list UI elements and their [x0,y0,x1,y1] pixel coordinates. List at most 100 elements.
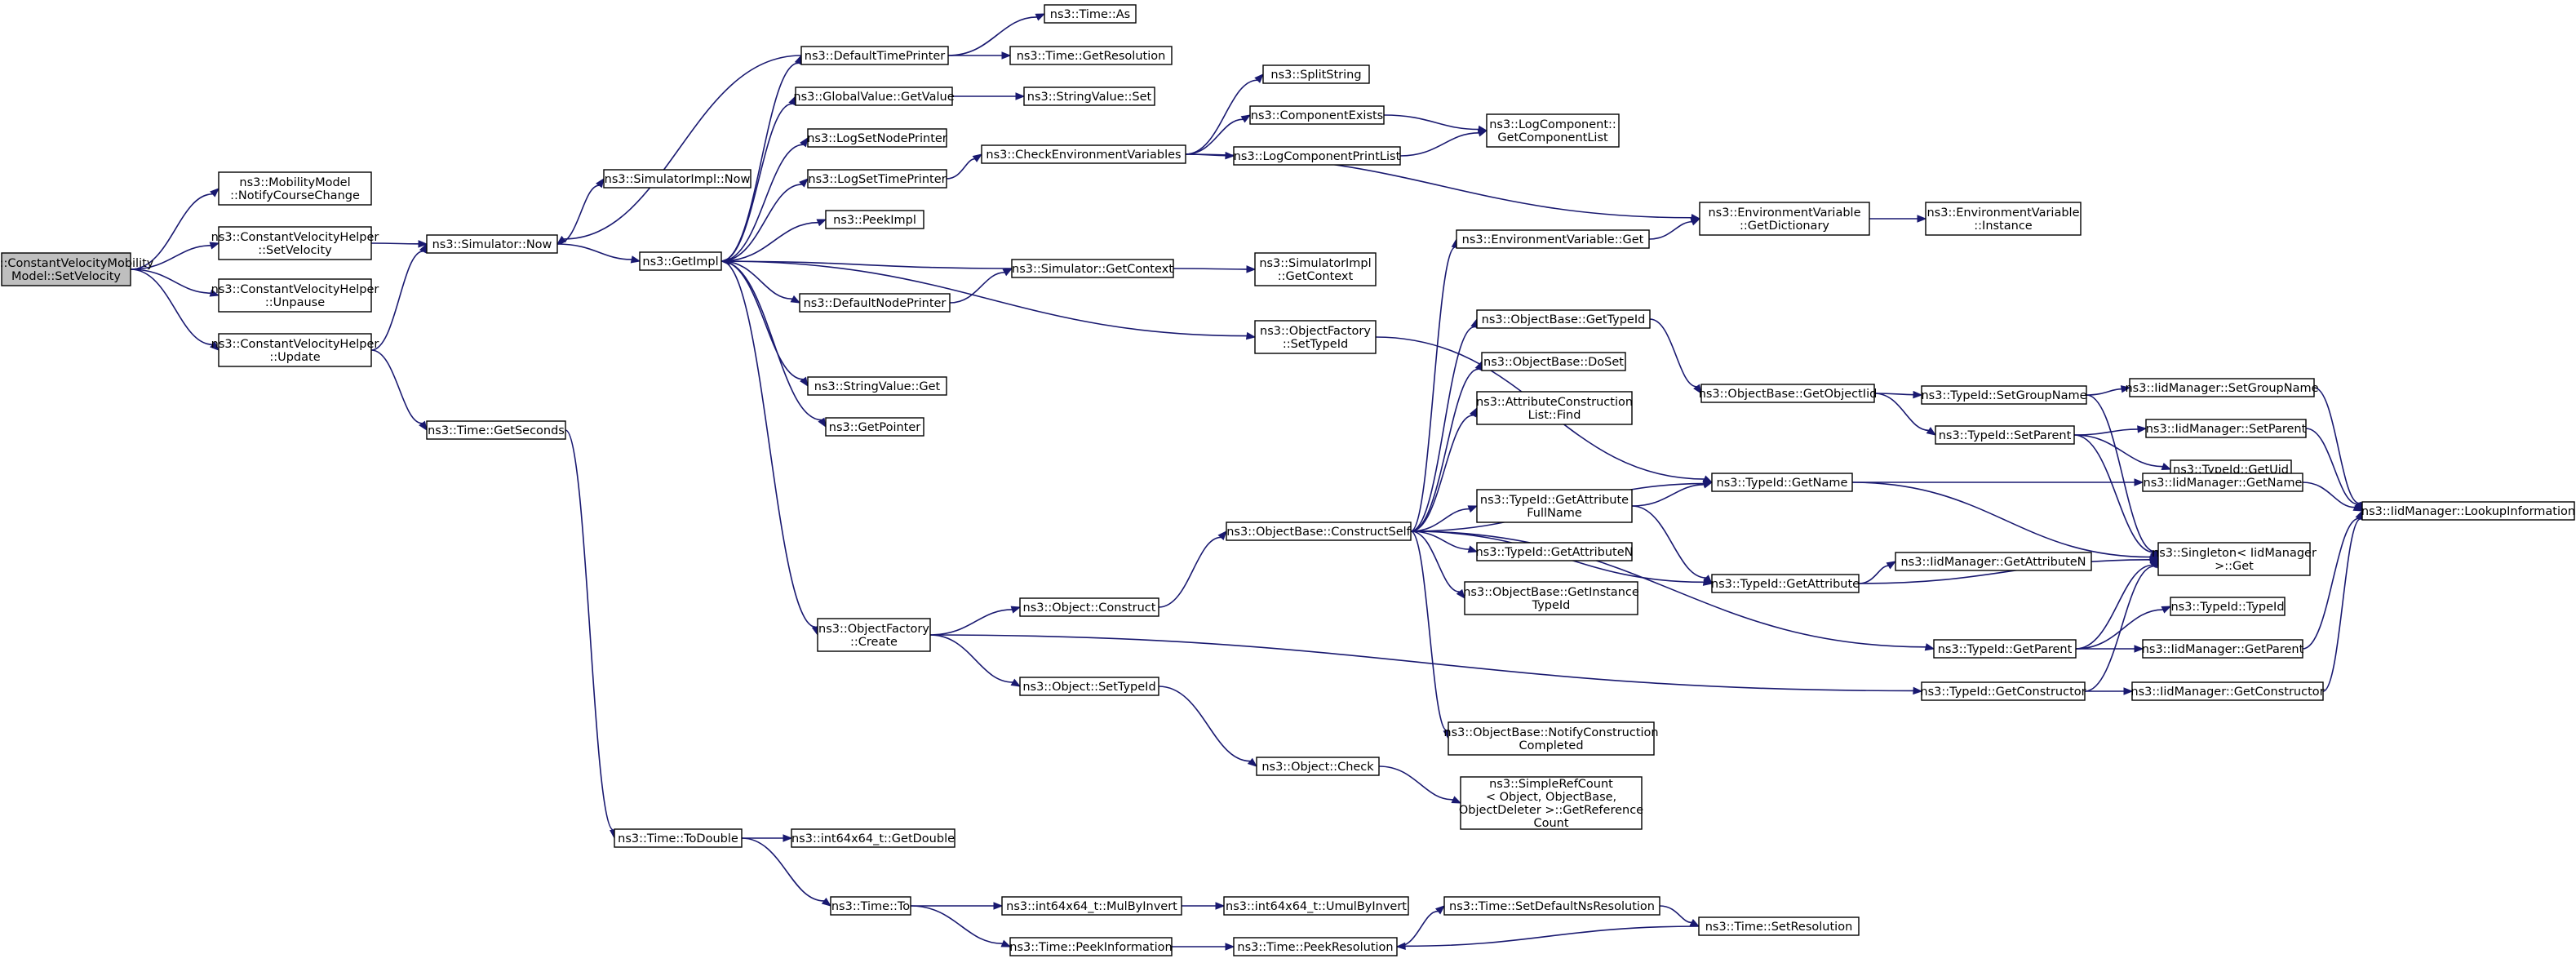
node-box [1711,574,1860,593]
node-label: ns3::IidManager::SetGroupName [2125,382,2318,395]
node-singleton-get[interactable]: ns3::Singleton< IidManager>::Get [2152,542,2317,576]
node-cvh-unpause[interactable]: ns3::ConstantVelocityHelper::Unpause [211,278,379,313]
node-label: ns3::ConstantVelocityHelper [211,283,379,296]
node-objfactory-create[interactable]: ns3::ObjectFactory::Create [817,618,931,652]
node-typeid-getattribute[interactable]: ns3::TypeId::GetAttribute [1711,574,1860,593]
node-envvar-getdict[interactable]: ns3::EnvironmentVariable::GetDictionary [1699,202,1870,236]
edge-arrowhead [2161,606,2172,614]
node-label: GetComponentList [1497,131,1608,144]
node-time-as[interactable]: ns3::Time::As [1044,4,1137,24]
edge-object-settypeid-to-object-check [1158,686,1251,762]
node-time-peekinformation[interactable]: ns3::Time::PeekInformation [1009,937,1173,956]
node-time-setdefaultns[interactable]: ns3::Time::SetDefaultNsResolution [1443,896,1660,916]
node-label: ns3::GlobalValue::GetValue [793,91,954,104]
node-label: ns3::Time::GetResolution [1017,50,1166,63]
node-label: ns3::Object::Check [1261,761,1374,774]
node-simimpl-now[interactable]: ns3::SimulatorImpl::Now [603,169,752,189]
node-label: >::Get [2215,560,2254,573]
node-time-to[interactable]: ns3::Time::To [830,896,911,916]
node-box [2145,419,2307,438]
node-stringvalue-set[interactable]: ns3::StringValue::Set [1023,87,1155,106]
node-envvar-instance[interactable]: ns3::EnvironmentVariable::Instance [1925,202,2082,236]
node-box [800,46,949,65]
node-objbase-doset[interactable]: ns3::ObjectBase::DoSet [1481,352,1626,371]
node-check-env[interactable]: ns3::CheckEnvironmentVariables [981,144,1186,164]
node-logsettimeprinter[interactable]: ns3::LogSetTimePrinter [807,169,947,189]
node-getpointer[interactable]: ns3::GetPointer [825,417,924,437]
node-box [1711,473,1853,492]
node-iid-lookupinfo[interactable]: ns3::IidManager::LookupInformation [2361,501,2575,521]
node-objfactory-settypeid[interactable]: ns3::ObjectFactory::SetTypeId [1254,320,1377,354]
node-int64-umulbyinvert[interactable]: ns3::int64x64_t::UmulByInvert [1223,896,1409,916]
node-objbase-gettypeid[interactable]: ns3::ObjectBase::GetTypeId [1476,309,1651,329]
node-getimpl[interactable]: ns3::GetImpl [639,251,722,271]
node-int64-getdouble[interactable]: ns3::int64x64_t::GetDouble [791,828,955,848]
node-sim-now[interactable]: ns3::Simulator::Now [426,234,558,254]
node-label: ns3::Time::To [831,900,910,913]
node-label: ns3::Object::Construct [1023,601,1156,615]
node-objbase-constructself[interactable]: ns3::ObjectBase::ConstructSelf [1226,521,1412,541]
node-label: ns3::SimulatorImpl::Now [605,173,751,186]
edge-objbase-getobjectiid-to-typeid-setparent [1873,393,1929,432]
edge-cvh-setvelocity-to-sim-now [370,242,419,245]
node-sim-getcontext[interactable]: ns3::Simulator::GetContext [1011,259,1174,278]
node-objbase-notifyconstruction[interactable]: ns3::ObjectBase::NotifyConstructionCompl… [1443,721,1659,756]
node-iid-getconstructor[interactable]: ns3::IidManager::GetConstructor [2130,681,2325,701]
node-time-peekresolution[interactable]: ns3::Time::PeekResolution [1233,937,1398,956]
node-iid-getattributen[interactable]: ns3::IidManager::GetAttributeN [1895,552,2092,571]
node-stringvalue-get[interactable]: ns3::StringValue::Get [807,376,947,396]
node-logcomponent-getlist[interactable]: ns3::LogComponent::GetComponentList [1486,113,1620,148]
node-componentexists[interactable]: ns3::ComponentExists [1249,105,1385,125]
node-typeid-getname[interactable]: ns3::TypeId::GetName [1711,473,1853,492]
edge-typeid-getattribute-to-iid-getattributen [1858,565,1889,584]
edge-arrowhead [1451,796,1462,804]
edge-arrowhead [1689,918,1700,927]
node-label: ns3::StringValue::Get [814,380,941,393]
node-simplerefcount[interactable]: ns3::SimpleRefCount< Object, ObjectBase,… [1459,776,1643,830]
edge-arrowhead [1702,481,1714,489]
node-box [795,87,953,106]
node-cvh-update[interactable]: ns3::ConstantVelocityHelper::Update [211,333,379,367]
node-iid-setgroupname[interactable]: ns3::IidManager::SetGroupName [2125,378,2319,397]
node-time-getresolution[interactable]: ns3::Time::GetResolution [1009,46,1173,65]
node-splitstring[interactable]: ns3::SplitString [1262,64,1370,84]
node-typeid-getconstructor[interactable]: ns3::TypeId::GetConstructor [1920,681,2086,701]
node-time-todouble[interactable]: ns3::Time::ToDouble [614,828,743,848]
node-box [1001,896,1182,916]
node-logsetnodeprinter[interactable]: ns3::LogSetNodePrinter [807,128,947,148]
node-simimpl-getcontext[interactable]: ns3::SimulatorImpl::GetContext [1254,252,1377,286]
edge-objbase-constructself-to-typeid-getattrfullname [1410,508,1470,532]
node-label: ns3::StringValue::Set [1027,91,1152,104]
node-cvh-setvelocity[interactable]: ns3::ConstantVelocityHelper::SetVelocity [211,226,379,260]
node-label: ns3::Simulator::GetContext [1012,263,1173,276]
node-object-settypeid[interactable]: ns3::Object::SetTypeId [1019,677,1159,696]
node-mm-notify[interactable]: ns3::MobilityModel::NotifyCourseChange [218,171,372,206]
node-iid-setparent[interactable]: ns3::IidManager::SetParent [2145,419,2307,438]
node-time-setresolution[interactable]: ns3::Time::SetResolution [1698,916,1860,936]
node-label: ns3::ComponentExists [1251,109,1384,122]
node-typeid-getattrn[interactable]: ns3::TypeId::GetAttributeN [1475,542,1634,561]
node-object-construct[interactable]: ns3::Object::Construct [1019,597,1159,617]
edge-typeid-getattrfullname-to-typeid-getname [1631,484,1705,507]
node-globalvalue-getvalue[interactable]: ns3::GlobalValue::GetValue [793,87,955,106]
edge-cvh-update-to-time-getseconds [370,349,423,424]
node-typeid-setparent[interactable]: ns3::TypeId::SetParent [1935,425,2075,445]
node-int64-mulbyinvert[interactable]: ns3::int64x64_t::MulByInvert [1001,896,1182,916]
node-typeid-typeid[interactable]: ns3::TypeId::TypeId [2170,597,2286,616]
node-logcomponentprintlist[interactable]: ns3::LogComponentPrintList [1233,146,1401,166]
node-peekimpl[interactable]: ns3::PeekImpl [825,210,924,229]
node-typeid-setgroupname[interactable]: ns3::TypeId::SetGroupName [1921,385,2087,405]
node-defaultnodeprinter[interactable]: ns3::DefaultNodePrinter [799,293,951,313]
node-objbase-getobjectiid[interactable]: ns3::ObjectBase::GetObjectIid [1699,384,1878,403]
node-default-time-printer[interactable]: ns3::DefaultTimePrinter [800,46,949,65]
node-cvmm-setvelocity[interactable]: ns3::ConstantVelocityMobilityModel::SetV… [0,252,154,286]
node-iid-getparent[interactable]: ns3::IidManager::GetParent [2142,639,2304,659]
node-object-check[interactable]: ns3::Object::Check [1256,757,1380,776]
node-typeid-getparent[interactable]: ns3::TypeId::GetParent [1933,639,2077,659]
node-time-getseconds[interactable]: ns3::Time::GetSeconds [426,420,566,440]
node-envvar-get[interactable]: ns3::EnvironmentVariable::Get [1456,229,1650,249]
node-iid-getname[interactable]: ns3::IidManager::GetName [2142,473,2303,492]
